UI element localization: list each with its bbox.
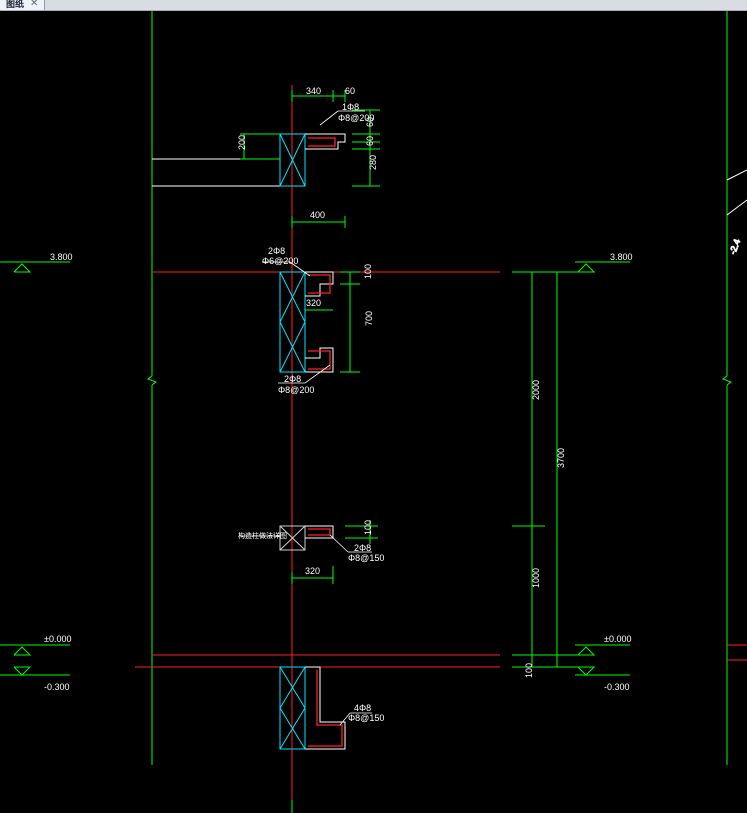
level-symbols xyxy=(0,261,630,676)
leader-lines xyxy=(240,110,372,726)
dim-320: 320 xyxy=(306,298,321,308)
rebar-labels: 1Φ8 Φ8@200 2Φ8 Φ6@200 2Φ8 Φ8@200 2Φ8 Φ8@… xyxy=(262,102,384,723)
concrete-outlines xyxy=(305,133,346,750)
dim-400: 400 xyxy=(310,210,325,220)
rebar-mid1-a: 2Φ8 xyxy=(268,246,285,256)
rebar-lower-a: 2Φ8 xyxy=(354,543,371,553)
rebar-top-a: 1Φ8 xyxy=(342,102,359,112)
dimension-lines xyxy=(240,90,580,668)
dim-100c: 100 xyxy=(524,663,534,678)
cad-canvas[interactable]: -2.4 xyxy=(0,11,747,813)
dim-700: 700 xyxy=(364,311,374,326)
stair-note: -2.4 xyxy=(727,238,742,256)
close-icon[interactable]: ✕ xyxy=(30,0,39,9)
level-ground-right: ±0.000 xyxy=(604,634,631,644)
drawing-tab[interactable]: 图纸 ✕ xyxy=(0,0,46,10)
sections xyxy=(279,133,306,750)
dimension-labels: 340 60 200 60 60 280 400 100 320 700 100… xyxy=(237,86,566,678)
level-upper-left: 3.800 xyxy=(50,252,73,262)
dim-2000: 2000 xyxy=(531,380,541,400)
dim-60: 60 xyxy=(345,86,355,96)
dim-60c: 60 xyxy=(365,136,375,146)
rebar-mid2-b: Φ8@200 xyxy=(278,385,314,395)
dim-1000: 1000 xyxy=(531,568,541,588)
slab-top xyxy=(152,158,280,187)
dim-100: 100 xyxy=(363,264,373,279)
dim-3700: 3700 xyxy=(556,448,566,468)
dim-320b: 320 xyxy=(305,566,320,576)
dim-280: 280 xyxy=(368,155,378,170)
dim-340: 340 xyxy=(306,86,321,96)
stair-edge: -2.4 xyxy=(726,169,747,256)
level-outdoor-right: -0.300 xyxy=(604,682,630,692)
rebar-mid2-a: 2Φ8 xyxy=(284,374,301,384)
sill-note: 构造柱做法详图 xyxy=(238,531,287,540)
dim-60b: 60 xyxy=(365,117,375,127)
rebar-lines xyxy=(308,137,343,747)
tab-bar: 图纸 ✕ xyxy=(0,0,747,11)
frame-lines xyxy=(146,11,733,813)
rebar-base-a: 4Φ8 xyxy=(354,703,371,713)
axis-lines xyxy=(135,85,747,800)
level-upper-right: 3.800 xyxy=(610,252,633,262)
rebar-top-b: Φ8@200 xyxy=(338,113,374,123)
tab-label: 图纸 xyxy=(6,0,25,10)
dim-100b: 100 xyxy=(363,520,373,535)
rebar-lower-b: Φ8@150 xyxy=(348,553,384,563)
dim-200: 200 xyxy=(237,135,247,150)
level-outdoor-left: -0.300 xyxy=(44,682,70,692)
rebar-mid1-b: Φ6@200 xyxy=(262,256,298,266)
level-labels: 3.800 3.800 ±0.000 ±0.000 -0.300 -0.300 xyxy=(44,252,633,692)
rebar-base-b: Φ8@150 xyxy=(348,713,384,723)
level-ground-left: ±0.000 xyxy=(44,634,71,644)
